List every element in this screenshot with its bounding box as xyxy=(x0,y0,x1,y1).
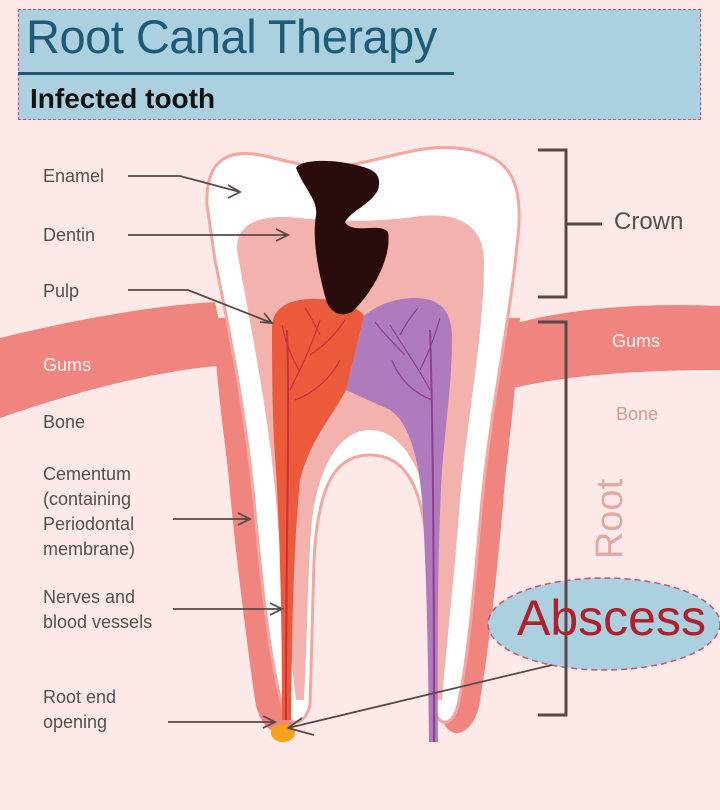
label-cementum: Cementum (containing Periodontal membran… xyxy=(43,462,135,562)
pointer-arrows xyxy=(128,175,553,736)
decay-cavity xyxy=(296,160,389,315)
label-nerves: Nerves and blood vessels xyxy=(43,585,152,635)
root-canal-vessel-left xyxy=(285,329,290,721)
gum-right xyxy=(497,304,720,392)
cementum-arrow xyxy=(173,512,253,526)
label-root-end: Root end opening xyxy=(43,685,116,735)
label-gums-left: Gums xyxy=(43,355,92,375)
pulp-infected xyxy=(272,298,364,720)
label-gums-right: Gums xyxy=(612,331,661,351)
label-root-end-line-2: opening xyxy=(43,712,108,732)
pulp-arrow xyxy=(128,289,275,325)
abscess-arrow xyxy=(287,664,553,736)
pulp-healthy xyxy=(346,297,452,742)
root-bracket xyxy=(538,320,568,717)
label-abscess: Abscess xyxy=(517,590,706,646)
crown-bracket xyxy=(538,148,602,299)
dentin-arrow xyxy=(128,228,291,242)
nerves-arrow xyxy=(173,602,285,616)
root-canal-vessel-right xyxy=(429,329,435,743)
label-bone-right: Bone xyxy=(616,404,659,424)
label-pulp: Pulp xyxy=(43,281,80,301)
label-root-end-line-1: Root end xyxy=(43,687,117,707)
label-enamel: Enamel xyxy=(43,166,105,186)
label-cementum-line-4: membrane) xyxy=(43,539,136,559)
label-cementum-line-3: Periodontal xyxy=(43,514,135,534)
page-title: Root Canal Therapy xyxy=(26,10,437,63)
label-nerves-line-1: Nerves and xyxy=(43,587,136,607)
label-nerves-line-2: blood vessels xyxy=(43,612,153,632)
gum-left xyxy=(0,302,228,418)
page-subtitle: Infected tooth xyxy=(30,83,216,114)
title-banner xyxy=(18,9,701,120)
pulp-vessels-healthy xyxy=(374,307,441,401)
title-underline xyxy=(18,72,454,75)
label-crown: Crown xyxy=(614,208,684,235)
abscess-bubble xyxy=(487,577,720,671)
label-cementum-line-1: Cementum xyxy=(43,464,132,484)
label-dentin: Dentin xyxy=(43,225,96,245)
label-cementum-line-2: (containing xyxy=(43,489,132,509)
label-root: Root xyxy=(589,478,632,560)
label-bone-left: Bone xyxy=(43,412,86,432)
root-end-arrow xyxy=(168,715,278,729)
enamel-arrow xyxy=(128,175,242,199)
pulp-vessels-infected xyxy=(281,307,346,401)
